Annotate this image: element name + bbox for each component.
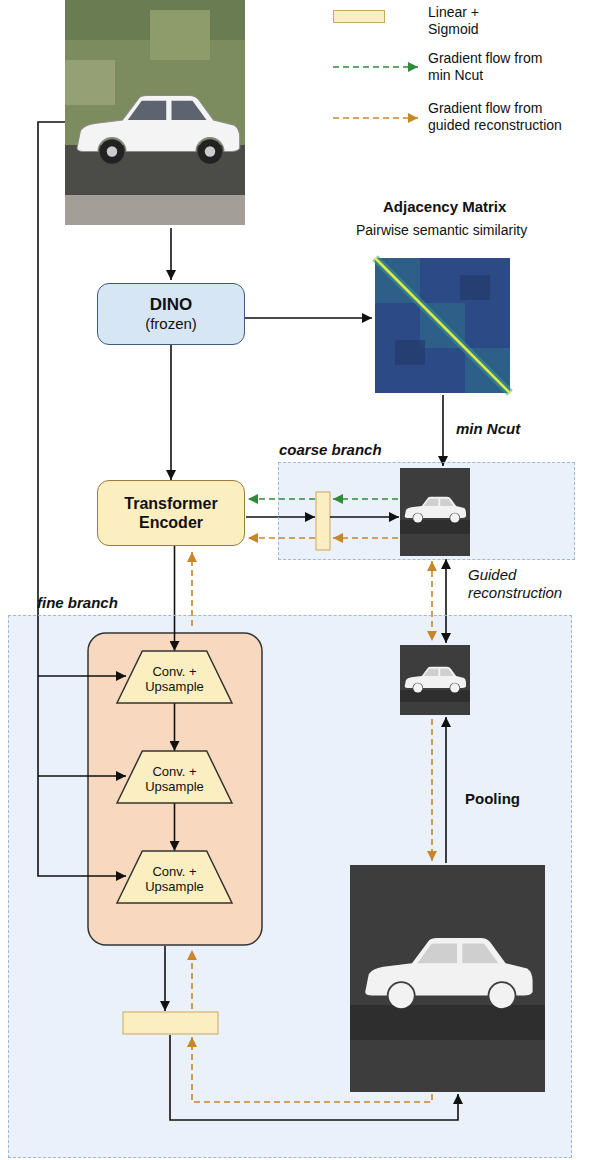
- region-label: coarse branch: [279, 441, 382, 459]
- mask-car: [365, 938, 532, 1008]
- photo-ground: [65, 0, 245, 225]
- edge-caption: Pooling: [465, 790, 520, 808]
- legend-swatch: [333, 10, 385, 23]
- mask-car: [405, 497, 466, 523]
- gradient-arrow: [333, 537, 398, 539]
- transformer-box: Transformer Encoder: [97, 480, 245, 546]
- gradient-arrow: [192, 1037, 432, 1102]
- flow-connector: [174, 803, 176, 851]
- region-label: fine branch: [37, 594, 118, 612]
- gradient-arrow: [191, 950, 193, 1009]
- legend-line-sample: [333, 117, 418, 119]
- photo-grass: [65, 60, 115, 105]
- fine-region-fill: [8, 615, 572, 1158]
- photo-grass: [150, 10, 210, 60]
- decoder-block: [88, 633, 262, 945]
- gradient-arrow: [333, 498, 398, 500]
- node-text: (frozen): [145, 315, 197, 333]
- flow-connector: [174, 546, 176, 651]
- mask-road: [400, 690, 470, 702]
- node-text: Conv. + Upsample: [139, 864, 211, 894]
- pooling-arrow: [445, 717, 447, 863]
- fine-mask-image: [350, 865, 545, 1092]
- matrix-diagonal-band: [375, 258, 510, 393]
- flow-arrow: [164, 946, 166, 1011]
- linear-sigmoid-block: [316, 492, 330, 550]
- flow-connector: [174, 703, 176, 751]
- trapezoid-shape: [117, 651, 232, 703]
- photo-foreground: [65, 195, 245, 225]
- matrix-diagonal: [375, 258, 510, 393]
- matrix-ground: [375, 258, 510, 393]
- matrix-block: [460, 275, 490, 300]
- node-text: Conv. + Upsample: [139, 664, 211, 694]
- flow-arrow: [245, 317, 372, 319]
- flow-connector: [170, 345, 172, 480]
- matrix-title: Adjacency Matrix: [383, 198, 506, 216]
- coarse-region-fill: [278, 462, 575, 560]
- legend-line-sample: [333, 66, 418, 68]
- skip-arrow: [38, 675, 126, 677]
- branch-region: coarse branch: [278, 462, 575, 560]
- guided-arrow: [445, 559, 447, 643]
- edge-caption: Guided reconstruction: [468, 566, 578, 602]
- legend-text: Gradient flow from guided reconstruction: [428, 100, 583, 134]
- flow-arrow: [170, 1035, 458, 1120]
- pooled-mask-image: [400, 645, 470, 715]
- flow-arrow: [442, 395, 444, 466]
- flow-arrow: [246, 516, 315, 518]
- legend-text: Linear + Sigmoid: [428, 4, 510, 38]
- legend-text: Gradient flow from min Ncut: [428, 50, 568, 84]
- gradient-arrow: [248, 498, 315, 500]
- trapezoid-shape: [117, 851, 232, 903]
- photo-car: [77, 96, 240, 164]
- skip-arrow: [38, 775, 126, 777]
- node-text: Transformer Encoder: [106, 494, 236, 532]
- coarse-mask-image: [400, 468, 470, 556]
- mask-ground: [400, 645, 470, 715]
- gradient-arrow: [431, 719, 433, 861]
- matrix-subtitle: Pairwise semantic similarity: [356, 221, 527, 239]
- node-text: Conv. + Upsample: [139, 764, 211, 794]
- gradient-arrow: [431, 561, 433, 641]
- mask-car: [405, 667, 466, 693]
- upsample-trapezoid: Conv. + Upsample: [117, 751, 232, 803]
- node-text: DINO: [150, 295, 193, 315]
- flow-arrows: [38, 122, 458, 1120]
- upsample-trapezoid: Conv. + Upsample: [117, 851, 232, 903]
- edge-caption: min Ncut: [456, 420, 520, 438]
- mask-ground: [400, 468, 470, 556]
- frozen-encoder-box: DINO(frozen): [97, 283, 245, 345]
- mask-road: [400, 520, 470, 534]
- trapezoid-shape: [117, 751, 232, 803]
- matrix-block: [395, 340, 425, 365]
- input-photo: [65, 0, 245, 225]
- branch-region: fine branchConv. + UpsampleConv. + Upsam…: [8, 615, 572, 1158]
- flow-arrow: [330, 516, 399, 518]
- adjacency-matrix: [375, 258, 510, 393]
- gradient-arrow: [248, 537, 315, 539]
- linear-sigmoid-block: [123, 1012, 218, 1034]
- upsample-trapezoid: Conv. + Upsample: [117, 651, 232, 703]
- flow-arrow: [170, 228, 172, 280]
- mask-road: [350, 1005, 545, 1040]
- mask-ground: [350, 865, 545, 1092]
